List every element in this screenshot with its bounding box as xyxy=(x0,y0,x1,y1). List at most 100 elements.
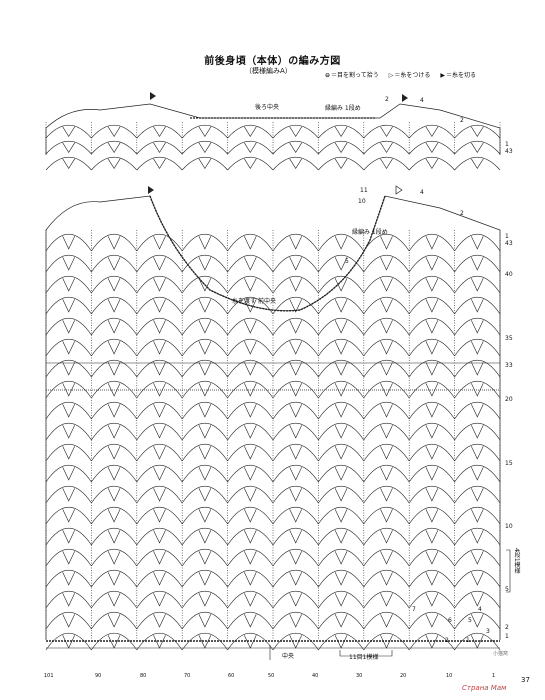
fan-stitch xyxy=(198,551,212,565)
column-number: 60 xyxy=(228,673,235,679)
chain-arch xyxy=(272,381,319,399)
fan-stitch xyxy=(425,572,439,586)
chain-arch xyxy=(318,140,365,155)
chain-arch xyxy=(181,339,228,357)
fan-stitch xyxy=(289,383,302,397)
cut-yarn-icon xyxy=(148,186,154,194)
chain-arch xyxy=(454,318,501,336)
fan-stitch xyxy=(244,341,257,355)
chain-arch xyxy=(136,591,183,609)
fan-stitch xyxy=(425,593,439,607)
column-number: 101 xyxy=(44,673,54,679)
fan-stitch xyxy=(289,362,302,376)
fan-stitch xyxy=(334,488,348,502)
chain-arch xyxy=(408,528,455,546)
fan-stitch xyxy=(198,572,212,586)
chain-arch xyxy=(91,124,138,139)
fan-stitch xyxy=(334,425,348,439)
fan-stitch xyxy=(289,509,302,523)
fan-stitch xyxy=(380,341,393,355)
cut-yarn-icon xyxy=(150,92,156,100)
chain-arch xyxy=(272,402,319,420)
fan-stitch xyxy=(198,257,212,271)
chain-arch xyxy=(272,156,319,171)
chain-arch xyxy=(181,423,228,441)
chain-arch xyxy=(181,255,228,273)
chain-arch xyxy=(318,234,365,252)
chain-arch xyxy=(454,528,501,546)
chain-arch xyxy=(408,570,455,588)
back-side-number: 4 xyxy=(420,97,424,104)
fan-stitch xyxy=(380,278,393,292)
fan-stitch xyxy=(244,158,257,169)
back-center-label: 後ろ中央 xyxy=(255,104,280,111)
fan-stitch xyxy=(198,383,212,397)
chain-arch xyxy=(408,360,455,378)
chain-arch xyxy=(272,612,319,630)
fan-stitch xyxy=(471,142,484,153)
fan-stitch xyxy=(107,257,121,271)
column-number: 90 xyxy=(95,673,102,679)
chain-arch xyxy=(227,570,274,588)
fan-stitch xyxy=(289,446,302,460)
fan-stitch xyxy=(334,278,348,292)
back-border-label: 縁編み 1段め xyxy=(325,105,361,112)
chain-arch xyxy=(272,486,319,504)
fan-stitch xyxy=(62,467,75,481)
fan-stitch xyxy=(62,593,75,607)
chain-arch xyxy=(45,486,92,504)
chain-arch xyxy=(181,528,228,546)
front-side-number: 11 xyxy=(360,187,368,194)
fan-stitch xyxy=(380,320,393,334)
fan-stitch xyxy=(62,446,75,460)
fan-stitch xyxy=(471,158,484,169)
chain-arch xyxy=(45,570,92,588)
fan-stitch xyxy=(153,257,166,271)
chain-arch xyxy=(181,549,228,567)
chain-arch xyxy=(363,549,410,567)
chain-arch xyxy=(227,612,274,630)
inside-number: 4 xyxy=(478,606,482,613)
chain-arch xyxy=(136,633,183,651)
chain-arch xyxy=(45,339,92,357)
chain-arch xyxy=(454,612,501,630)
chain-arch xyxy=(91,297,138,315)
fan-stitch xyxy=(380,126,393,137)
legend-item-cut: ▶＝糸を切る xyxy=(440,72,477,79)
fan-stitch xyxy=(471,299,484,313)
chain-arch xyxy=(45,549,92,567)
fan-stitch xyxy=(244,614,257,628)
fan-stitch xyxy=(334,572,348,586)
fan-stitch xyxy=(471,383,484,397)
chain-arch xyxy=(136,381,183,399)
fan-stitch xyxy=(153,572,166,586)
fan-stitch xyxy=(289,299,302,313)
chain-arch xyxy=(227,156,274,171)
chain-arch xyxy=(181,486,228,504)
fan-stitch xyxy=(62,236,75,250)
chain-arch xyxy=(181,507,228,525)
fan-stitch xyxy=(471,551,484,565)
fan-stitch xyxy=(153,446,166,460)
chain-arch xyxy=(363,591,410,609)
chain-arch xyxy=(227,381,274,399)
chain-arch xyxy=(91,255,138,273)
fan-stitch xyxy=(107,467,121,481)
fan-stitch xyxy=(153,126,166,137)
front-row-number: 40 xyxy=(505,271,513,278)
chain-arch xyxy=(181,318,228,336)
fan-stitch xyxy=(244,278,257,292)
front-row-number: 43 xyxy=(505,240,513,247)
fan-stitch xyxy=(107,551,121,565)
fan-stitch xyxy=(244,362,257,376)
fan-stitch xyxy=(425,257,439,271)
chain-arch xyxy=(181,591,228,609)
fan-stitch xyxy=(425,142,439,153)
fan-stitch xyxy=(289,404,302,418)
fan-stitch xyxy=(244,509,257,523)
chain-arch xyxy=(45,591,92,609)
fan-stitch xyxy=(289,551,302,565)
back-side-number: 2 xyxy=(385,96,389,103)
chain-arch xyxy=(45,381,92,399)
fan-stitch xyxy=(425,383,439,397)
